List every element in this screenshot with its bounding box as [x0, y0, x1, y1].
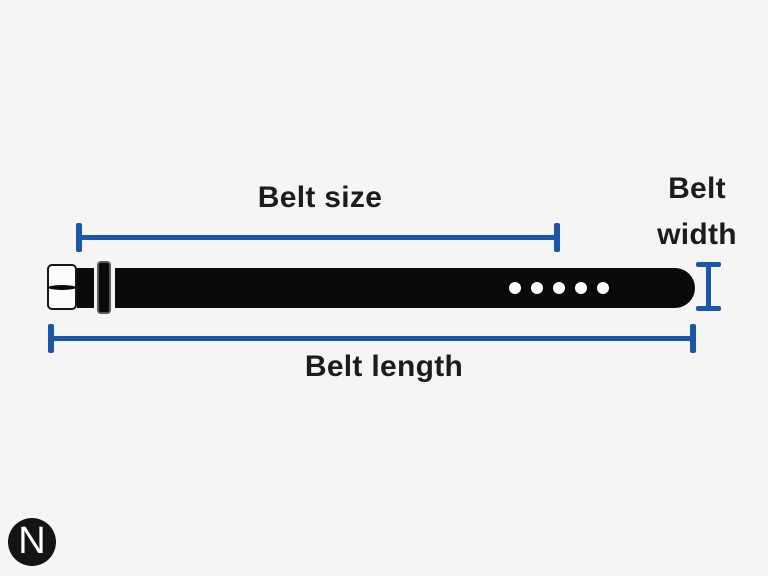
- belt-length-label: Belt length: [304, 350, 464, 383]
- belt-size-dimension-line: [79, 235, 557, 240]
- brand-logo-letter: N: [18, 520, 46, 562]
- belt-strap: [77, 268, 695, 308]
- belt-size-label: Belt size: [257, 181, 383, 214]
- belt-buckle-prong: [48, 285, 76, 290]
- belt-keeper-gap-left: [94, 268, 98, 308]
- belt-holes: [509, 282, 609, 294]
- brand-logo-icon: N: [8, 518, 56, 566]
- belt-width-dimension-cap-bottom: [696, 306, 721, 311]
- belt-length-dimension-line: [51, 336, 693, 341]
- belt-size-dimension-tick-left: [76, 223, 82, 252]
- belt-length-dimension-tick-right: [690, 324, 696, 353]
- belt-hole: [531, 282, 543, 294]
- belt-hole: [575, 282, 587, 294]
- belt-width-label-line1: Belt: [668, 172, 726, 205]
- belt-width-label-line2: width: [657, 218, 737, 251]
- belt-size-dimension-tick-right: [554, 223, 560, 252]
- belt-keeper-loop: [97, 261, 111, 314]
- belt-length-dimension-tick-left: [48, 324, 54, 353]
- belt-keeper-gap-right: [111, 268, 115, 308]
- belt-hole: [553, 282, 565, 294]
- belt-width-dimension-line: [706, 265, 711, 308]
- belt-width-label: Belt width: [657, 166, 737, 258]
- belt-width-dimension-cap-top: [696, 262, 721, 267]
- belt-hole: [597, 282, 609, 294]
- belt-hole: [509, 282, 521, 294]
